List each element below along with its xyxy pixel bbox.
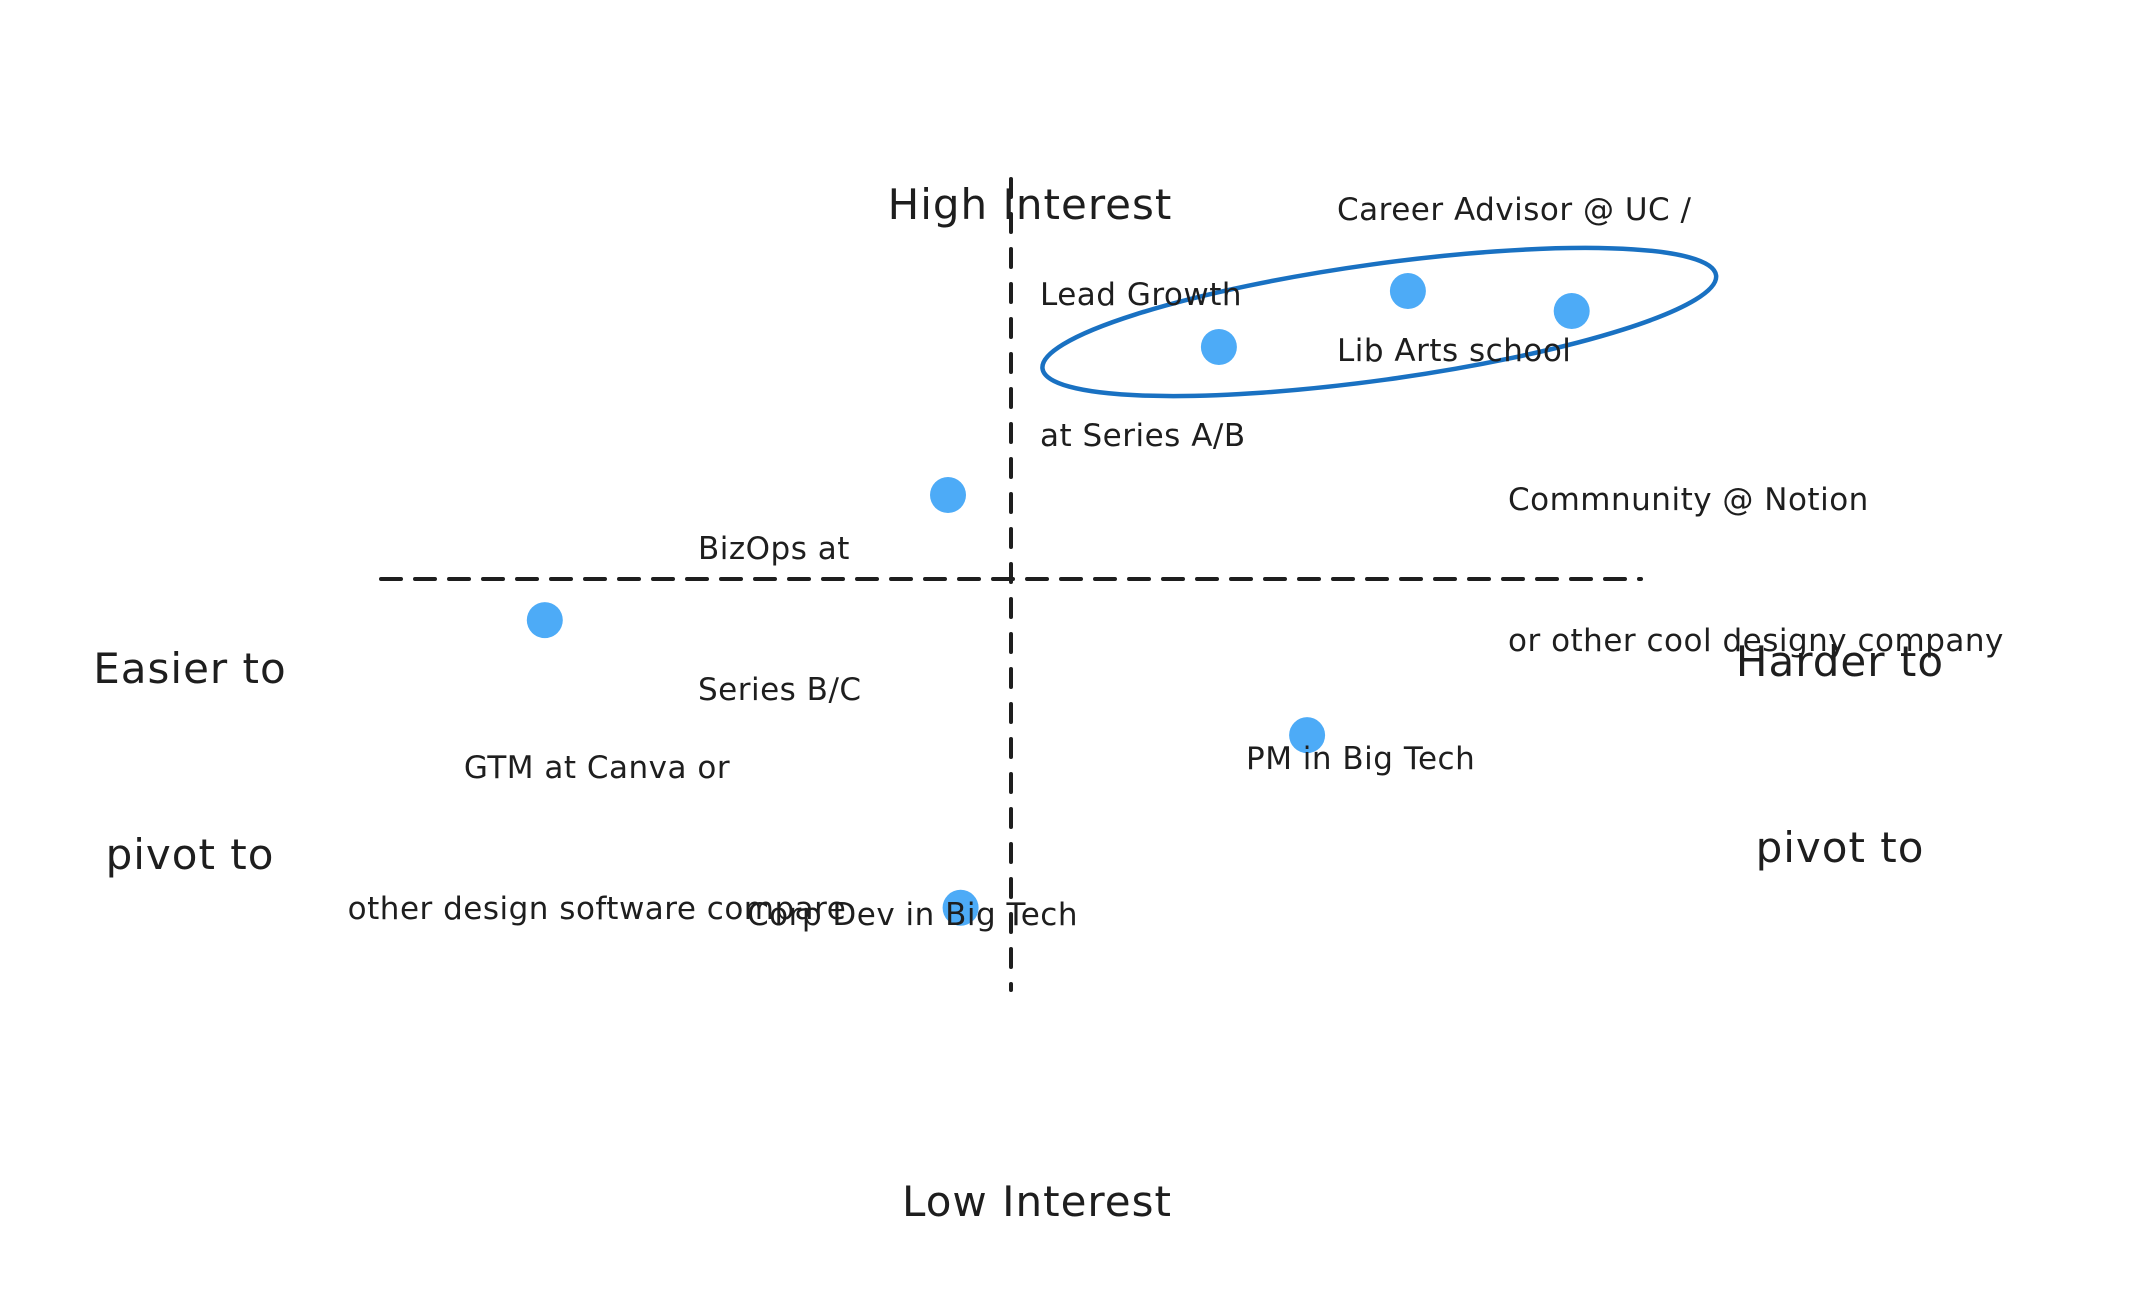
label-community-line-2: or other cool designy company <box>1508 623 2004 659</box>
highlight-ellipse <box>1040 245 1719 399</box>
point-community-notion <box>1553 293 1590 329</box>
points-layer <box>526 273 1590 926</box>
axis-label-high-interest-text: High Interest <box>887 180 1173 229</box>
label-lead-growth-line-1: Lead Growth <box>1040 277 1243 313</box>
axis-label-easier-to-pivot: Easier to pivot to <box>50 514 330 948</box>
label-gtm-canva: GTM at Canva or other design software co… <box>300 651 894 980</box>
point-pm-big-tech <box>1289 717 1326 754</box>
axis-label-harder-line-1: Harder to <box>1735 637 1945 686</box>
axis-label-harder-line-2: pivot to <box>1755 823 1925 872</box>
label-gtm-line-2: other design software compare <box>347 891 847 927</box>
axis-label-harder-to-pivot: Harder to pivot to <box>1700 507 1980 941</box>
label-gtm-line-1: GTM at Canva or <box>463 750 731 786</box>
axis-label-easier-line-2: pivot to <box>105 830 275 879</box>
label-corp-dev-big-tech: Corp Dev in Big Tech <box>747 798 1078 986</box>
axis-label-low-interest-text: Low Interest <box>902 1177 1172 1226</box>
point-gtm-canva <box>526 602 563 639</box>
label-community-notion: Commnunity @ Notion or other cool design… <box>1508 383 2004 712</box>
label-career-advisor-line-1: Career Advisor @ UC / <box>1337 192 1692 228</box>
axis-label-high-interest: High Interest <box>855 50 1205 298</box>
label-community-line-1: Commnunity @ Notion <box>1508 482 1869 518</box>
label-bizops: BizOps at Series B/C <box>698 432 862 761</box>
label-career-advisor-line-2: Lib Arts school <box>1337 333 1572 369</box>
label-lead-growth-line-2: at Series A/B <box>1040 418 1246 454</box>
label-lead-growth: Lead Growth at Series A/B <box>1040 178 1246 507</box>
label-bizops-line-2: Series B/C <box>698 672 862 708</box>
axis-label-low-interest: Low Interest <box>862 1047 1212 1295</box>
label-pm-big-tech: PM in Big Tech <box>1246 642 1475 830</box>
label-bizops-line-1: BizOps at <box>698 531 850 567</box>
axis-label-easier-line-1: Easier to <box>93 644 287 693</box>
point-corp-dev-big-tech <box>942 889 979 926</box>
label-pm-line-1: PM in Big Tech <box>1246 741 1476 777</box>
label-career-advisor: Career Advisor @ UC / Lib Arts school <box>1337 93 1691 422</box>
point-lead-growth <box>1200 329 1237 365</box>
point-career-advisor <box>1389 273 1426 309</box>
label-corp-dev-line-1: Corp Dev in Big Tech <box>747 897 1078 933</box>
point-bizops <box>930 477 966 513</box>
